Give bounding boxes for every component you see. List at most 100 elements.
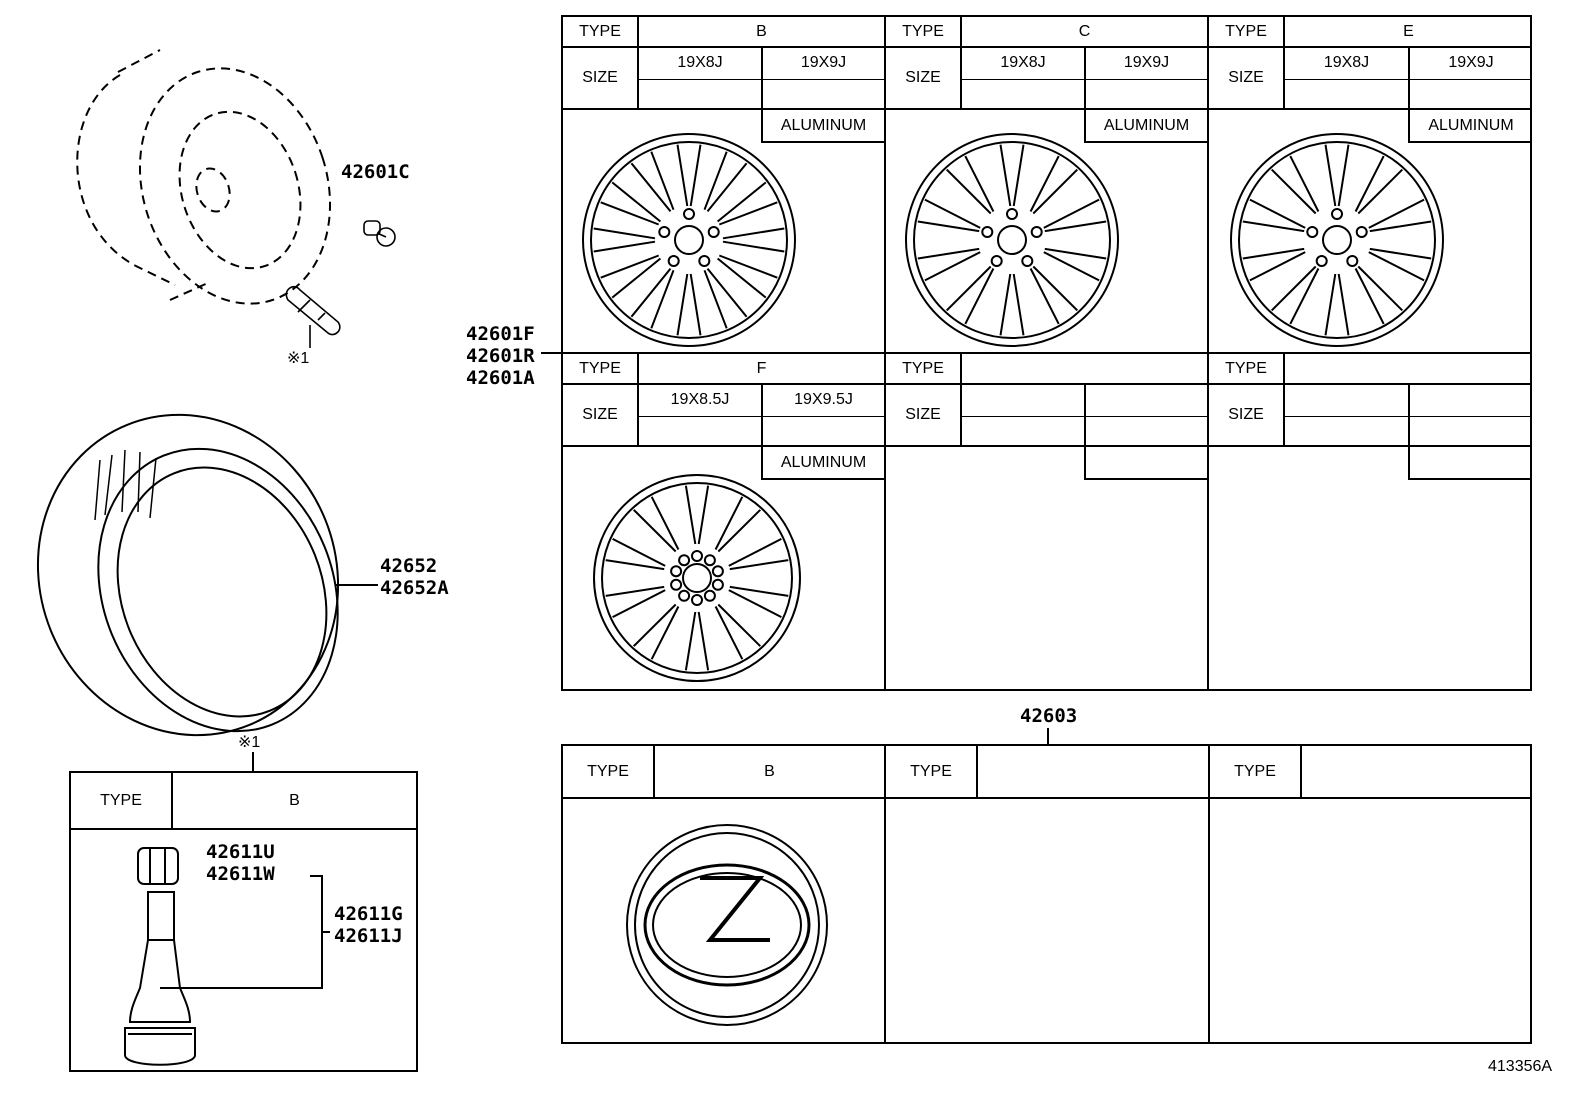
valve-header-divider (69, 828, 418, 830)
wheel-cell-6-label-divider (1283, 352, 1285, 446)
wheel-cell-3-label-divider (1283, 15, 1285, 109)
wheel-cell-5-material-divider (1084, 478, 1207, 480)
wheel-cell-2-type-value: C (1078, 22, 1091, 40)
wheel-cell-5-top-border (884, 352, 1207, 354)
wheel-cell-4-type-label: TYPE (579, 359, 621, 377)
wheel-cell-2-size-label: SIZE (905, 69, 941, 86)
cap-illustration (363, 220, 396, 247)
wheel-cell-4-size-divider (561, 445, 884, 447)
ornament-type-value-1: B (764, 762, 775, 780)
wheel-cell-3-type-label: TYPE (1225, 22, 1267, 40)
wheel-cell-6-size-1 (1285, 385, 1408, 415)
wheel-cell-2-size-divider (884, 108, 1207, 110)
wheel-cell-2-size-mid-divider (1084, 47, 1086, 141)
wheel-cell-5-size-mid-divider (1084, 384, 1086, 478)
wheel-cell-5-size-sub-divider (960, 416, 1207, 417)
wheel-cell-2-type-label: TYPE (902, 22, 944, 40)
wheel-cell-6-type-label: TYPE (1225, 359, 1267, 377)
wheel-cell-4-size-1: 19X8.5J (670, 391, 730, 408)
wheel-illustration (76, 49, 332, 305)
wheel-cell-3-type-value: E (1403, 22, 1414, 40)
wheel-cell-6-left-border (1207, 352, 1209, 689)
wheel-cell-4-material-divider (761, 478, 884, 480)
wheel-cell-2-size-sub-divider (960, 79, 1207, 80)
valve-part-number-3: 42611G (334, 903, 403, 925)
valve-table-lines (124, 752, 330, 1066)
valve-reference-mark: ※1 (287, 350, 310, 367)
ornament-type-label-1: TYPE (587, 762, 629, 780)
wheel-cell-4-top-border (561, 352, 884, 354)
wheel-part-number-2: 42601R (466, 345, 535, 367)
wheel-cell-6-size-label: SIZE (1228, 406, 1264, 423)
wheel-cell-6-size-2 (1410, 385, 1532, 415)
valve-type-value: B (289, 791, 300, 809)
wheel-cell-1-size-divider (561, 108, 884, 110)
wheel-cell-4-label-divider (637, 352, 639, 446)
wheel-part-number-3: 42601A (466, 367, 535, 389)
valve-illustration (285, 285, 341, 348)
wheel-cell-1-material-divider (761, 141, 884, 143)
wheel-cell-1-size-1: 19X8J (677, 54, 723, 71)
wheel-cell-3-size-1: 19X8J (1323, 54, 1370, 71)
wheel-cell-3-size-mid-divider (1408, 47, 1410, 141)
valve-type-divider (171, 771, 173, 829)
wheel-cell-6-size-sub-divider (1283, 416, 1532, 417)
wheel-cell-3-size-divider (1207, 108, 1532, 110)
tire-illustration (36, 413, 378, 737)
wheel-cell-2-size-1: 19X8J (1000, 54, 1046, 71)
wheel-cell-4-size-label: SIZE (582, 406, 618, 423)
wheel-cell-4-type-divider (561, 383, 884, 385)
wheel-cell-2-material-divider (1084, 141, 1207, 143)
wheel-cell-3-material: ALUMINUM (1428, 116, 1514, 134)
wheel-cell-5-size-label: SIZE (905, 406, 941, 423)
ornament-type-value-3 (1302, 746, 1530, 797)
wheel-cell-5-size-2 (1086, 385, 1207, 415)
wheel-cell-4-size-mid-divider (761, 384, 763, 478)
wheel-cell-1-material: ALUMINUM (780, 116, 867, 134)
wheel-cell-6-material-divider (1408, 478, 1532, 480)
wheel-type-b-drawing (582, 133, 796, 347)
figure-id: 413356A (1488, 1058, 1553, 1075)
ornament-type-label-2: TYPE (910, 762, 952, 780)
wheel-cell-2-type-divider (884, 46, 1207, 48)
wheel-cell-5-material (1086, 447, 1207, 478)
ornament-type-label-3: TYPE (1234, 762, 1276, 780)
ornament-part-number: 42603 (1020, 705, 1078, 727)
wheel-cell-5-type-label: TYPE (902, 359, 944, 377)
wheel-cell-1-size-2: 19X9J (800, 54, 847, 71)
ornament-col-divider-2 (1208, 744, 1210, 1044)
wheel-type-f-drawing (593, 474, 801, 682)
wheel-cell-3-size-sub-divider (1283, 79, 1532, 80)
wheel-cell-5-type-divider (884, 383, 1207, 385)
valve-part-number-4: 42611J (334, 925, 403, 947)
valve-table-reference-mark: ※1 (238, 734, 261, 751)
ornament-type-divider-2 (976, 744, 978, 798)
wheel-type-c-drawing (905, 133, 1119, 347)
ornament-header-divider (561, 797, 1532, 799)
wheel-cell-5-left-border (884, 352, 886, 689)
wheel-cell-1-type-label: TYPE (579, 22, 621, 40)
wheel-drawings (582, 133, 1444, 682)
wheel-cell-6-size-divider (1207, 445, 1532, 447)
valve-table-border (69, 771, 418, 1072)
ornament-table-border (561, 744, 1532, 1044)
wheel-cell-4-material: ALUMINUM (780, 453, 867, 471)
wheel-cell-6-material (1410, 447, 1532, 478)
wheel-cell-4-size-2: 19X9.5J (794, 391, 853, 408)
wheel-cell-1-type-value: B (756, 22, 767, 40)
wheel-type-e-drawing (1230, 133, 1444, 347)
wheel-cell-6-top-border (1207, 352, 1532, 354)
wheel-cell-3-size-label: SIZE (1228, 69, 1264, 86)
ornament-type-divider-3 (1300, 744, 1302, 798)
wheel-cell-4-type-value: F (756, 359, 767, 377)
wheel-cell-3-material-divider (1408, 141, 1532, 143)
wheel-cell-6-size-mid-divider (1408, 384, 1410, 478)
ornament-col-divider-1 (884, 744, 886, 1044)
ornament-type-value-2 (978, 746, 1208, 797)
ornament-type-divider-1 (653, 744, 655, 798)
tire-part-number-1: 42652 (380, 555, 438, 577)
wheel-cell-4-size-sub-divider (637, 416, 884, 417)
wheel-cell-1-size-label: SIZE (582, 69, 618, 86)
ornament-illustration (626, 824, 828, 1026)
